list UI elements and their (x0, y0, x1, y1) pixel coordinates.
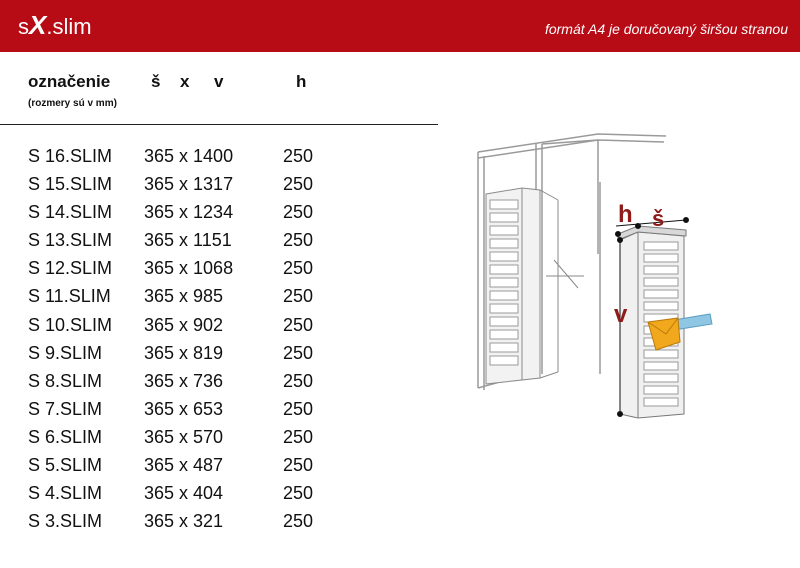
logo-x: X (29, 10, 47, 40)
row-designation: S 9.SLIM (28, 342, 103, 363)
envelope-icon (647, 317, 681, 351)
header-subtitle: formát A4 je doručovaný širšou stranou (544, 21, 788, 37)
recessed-mailbox-slots (489, 199, 519, 366)
brand-logo: sX.slim (18, 12, 92, 40)
row-designation: S 4.SLIM (28, 483, 103, 504)
row-dimensions: 365 x 487 (144, 455, 224, 476)
label-depth-h: h (618, 201, 633, 228)
header-divider (0, 124, 738, 125)
row-dimensions: 365 x 570 (144, 426, 224, 447)
row-depth: 250 (283, 370, 314, 391)
row-designation: S 5.SLIM (28, 455, 103, 476)
row-dimensions: 365 x 819 (144, 342, 224, 363)
row-designation: S 7.SLIM (28, 398, 103, 419)
row-designation: S 11.SLIM (28, 286, 111, 307)
row-designation: S 16.SLIM (28, 146, 113, 166)
row-designation: S 15.SLIM (28, 174, 113, 195)
row-depth: 250 (283, 286, 314, 307)
row-depth: 250 (283, 398, 314, 419)
row-dimensions: 365 x 653 (144, 398, 224, 419)
row-designation: S 10.SLIM (28, 314, 113, 335)
row-depth: 250 (283, 174, 314, 195)
row-dimensions: 365 x 1400 (144, 146, 234, 166)
row-designation: S 6.SLIM (28, 426, 103, 447)
row-depth: 250 (283, 342, 314, 363)
row-dimensions: 365 x 1234 (144, 202, 234, 223)
row-depth: 250 (283, 483, 314, 504)
row-designation: S 13.SLIM (28, 230, 113, 251)
row-dimensions: 365 x 1151 (144, 230, 232, 251)
illustration-background (438, 122, 738, 428)
row-depth: 250 (283, 202, 314, 223)
column-header-designation: označenie (28, 72, 111, 91)
row-depth: 250 (283, 314, 314, 335)
row-depth: 250 (283, 146, 314, 166)
mailbox-illustration: h š v (438, 122, 738, 428)
row-dimensions: 365 x 321 (144, 511, 224, 532)
column-header-depth: h (296, 72, 307, 91)
header-bar: sX.slim formát A4 je doručovaný širšou s… (0, 0, 800, 52)
label-width-s: š (652, 206, 664, 231)
row-depth: 250 (283, 455, 314, 476)
units-note: (rozmery sú v mm) (28, 98, 117, 109)
row-dimensions: 365 x 1068 (144, 258, 234, 279)
row-dimensions: 365 x 1317 (144, 174, 234, 195)
row-dimensions: 365 x 902 (144, 314, 224, 335)
row-depth: 250 (283, 230, 314, 251)
logo-s: s (18, 14, 29, 39)
row-designation: S 3.SLIM (28, 511, 103, 532)
column-header-height: v (214, 72, 224, 91)
row-designation: S 8.SLIM (28, 370, 103, 391)
row-designation: S 12.SLIM (28, 258, 113, 279)
logo-slim: .slim (46, 14, 92, 39)
row-dimensions: 365 x 736 (144, 370, 224, 391)
dimension-lines (615, 217, 689, 417)
column-header-x: x (180, 72, 190, 91)
row-dimensions: 365 x 404 (144, 483, 224, 504)
row-depth: 250 (283, 426, 314, 447)
recess-marker (546, 259, 584, 289)
column-header-width: š (151, 72, 161, 91)
row-designation: S 14.SLIM (28, 202, 113, 223)
row-depth: 250 (283, 258, 314, 279)
row-dimensions: 365 x 985 (144, 286, 224, 307)
row-depth: 250 (283, 511, 314, 532)
label-height-v: v (614, 301, 628, 328)
